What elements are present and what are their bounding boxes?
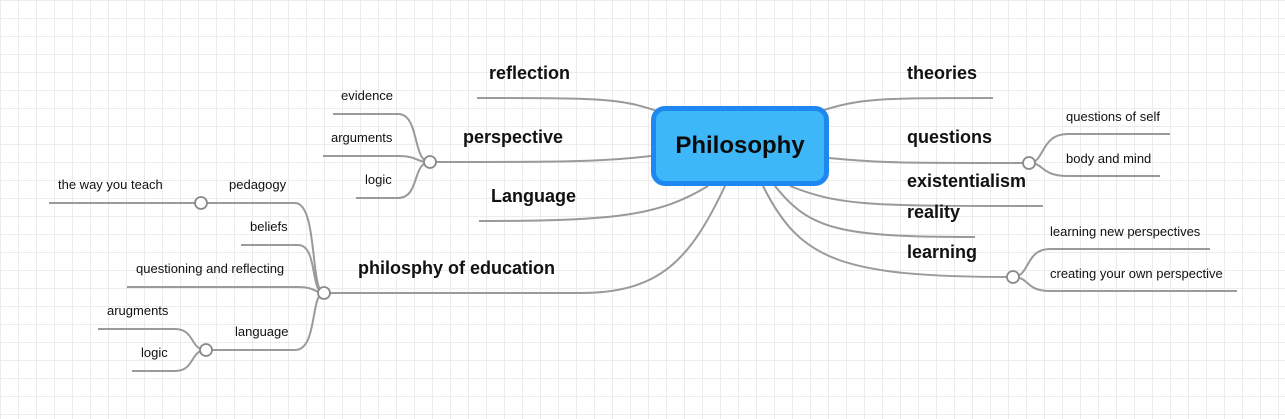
topic-reflection[interactable]: reflection [489,63,571,83]
subtopic-pedagogy[interactable]: pedagogy [229,177,287,192]
subtopic-creating-your-own-perspective[interactable]: creating your own perspective [1050,266,1223,281]
subtopic-arugments[interactable]: arugments [107,303,169,318]
connector-reality [774,185,976,238]
subtopic-education-logic[interactable]: logic [141,345,168,360]
connector-existentialism [789,185,1044,207]
questions-collapse-toggle[interactable] [1022,156,1036,170]
subtopic-logic[interactable]: logic [365,172,392,187]
language-collapse-toggle[interactable] [199,343,213,357]
topic-learning[interactable]: learning [907,242,978,262]
subtopic-questioning-and-reflecting[interactable]: questioning and reflecting [136,261,285,276]
subtopic-evidence[interactable]: evidence [341,88,394,103]
connector-education-language [206,292,325,351]
connector-learning [762,185,1014,278]
connector-reflection [476,97,661,113]
central-topic-label: Philosophy [675,132,805,159]
topic-language[interactable]: Language [491,186,577,206]
subtopic-questions-of-self[interactable]: questions of self [1066,109,1160,124]
topic-questions[interactable]: questions [907,127,993,147]
connector-theories [817,97,994,113]
connector-education [324,185,726,294]
topic-theories[interactable]: theories [907,63,978,83]
topic-reality[interactable]: reality [907,202,961,222]
connector-questions [828,157,1030,164]
subtopic-education-language[interactable]: language [235,324,289,339]
central-topic-node[interactable]: Philosophy [651,106,829,186]
pedagogy-collapse-toggle[interactable] [194,196,208,210]
connector-language [478,185,709,222]
connector-arguments [323,155,431,163]
learning-collapse-toggle[interactable] [1006,270,1020,284]
subtopic-beliefs[interactable]: beliefs [250,219,288,234]
connector-perspective [429,155,652,163]
connector-questioning [127,286,325,294]
perspective-collapse-toggle[interactable] [423,155,437,169]
subtopic-arguments[interactable]: arguments [331,130,393,145]
topic-perspective[interactable]: perspective [463,127,564,147]
topic-philosophy-of-education[interactable]: philosphy of education [358,258,555,278]
education-collapse-toggle[interactable] [317,286,331,300]
subtopic-body-and-mind[interactable]: body and mind [1066,151,1152,166]
subtopic-the-way-you-teach[interactable]: the way you teach [58,177,163,192]
topic-existentialism[interactable]: existentialism [907,171,1027,191]
subtopic-learning-new-perspectives[interactable]: learning new perspectives [1050,224,1201,239]
